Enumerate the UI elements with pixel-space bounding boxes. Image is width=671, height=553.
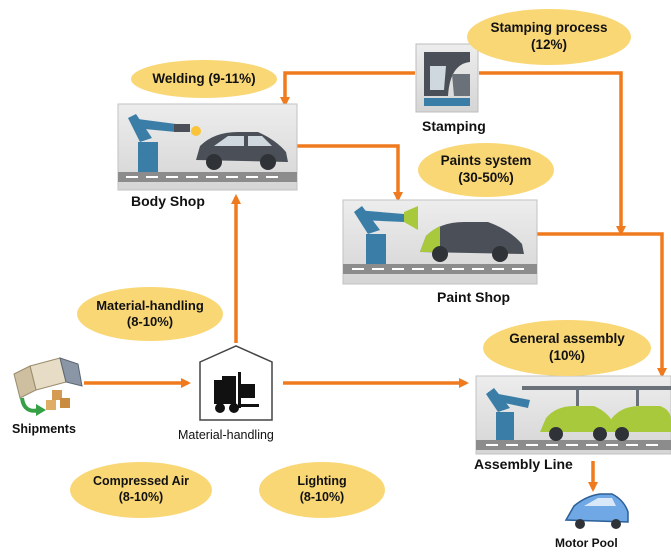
compressed-air-oval: Compressed Air (8-10%): [70, 462, 212, 518]
arrow-stamping-to-assembly: [479, 71, 626, 236]
body-shop-label: Body Shop: [131, 193, 205, 209]
material-handling-title: Material-handling: [96, 297, 204, 313]
welding-robot-icon: [117, 103, 298, 191]
paints-system-oval: Paints system (30-50%): [418, 143, 554, 197]
arrow-stamping-to-body-shop: [280, 71, 415, 107]
paint-shop-label: Paint Shop: [437, 289, 511, 305]
material-handling-node-label: Material-handling: [178, 428, 274, 442]
assembly-line-label: Assembly Line: [474, 456, 573, 472]
delivery-truck-icon: [13, 357, 83, 416]
paint-robot-icon: [342, 199, 538, 285]
paints-system-value: (30-50%): [458, 170, 514, 185]
shipments-label: Shipments: [12, 422, 76, 436]
stamping-label: Stamping: [422, 118, 486, 134]
arrow-paint-to-assembly: [537, 232, 667, 378]
material-handling-oval: Material-handling (8-10%): [77, 287, 223, 341]
stamping-process-oval: Stamping process (12%): [467, 9, 631, 65]
compressed-air-title: Compressed Air: [92, 474, 190, 489]
arrow-body-to-paint-shop: [297, 144, 403, 202]
stamping-press-icon: [415, 43, 479, 113]
forklift-icon: [199, 345, 273, 421]
compressed-air-value: (8-10%): [118, 490, 164, 504]
stamping-process-title: Stamping process: [490, 20, 608, 36]
welding-text: Welding (9-11%): [152, 70, 256, 86]
lighting-title: Lighting: [297, 474, 347, 489]
lighting-oval: Lighting (8-10%): [259, 462, 385, 518]
material-handling-value: (8-10%): [126, 314, 174, 329]
assembly-line-icon: [475, 375, 671, 455]
stamping-process-value: (12%): [530, 37, 567, 52]
general-assembly-value: (10%): [548, 348, 585, 363]
welding-oval: Welding (9-11%): [131, 60, 277, 98]
motor-pool-label: Motor Pool: [555, 536, 618, 550]
paints-system-title: Paints system: [440, 153, 532, 169]
flow-arrows: [84, 71, 667, 492]
general-assembly-title: General assembly: [509, 331, 625, 347]
car-icon: [564, 493, 629, 529]
general-assembly-oval: General assembly (10%): [483, 320, 651, 376]
lighting-value: (8-10%): [299, 490, 345, 504]
